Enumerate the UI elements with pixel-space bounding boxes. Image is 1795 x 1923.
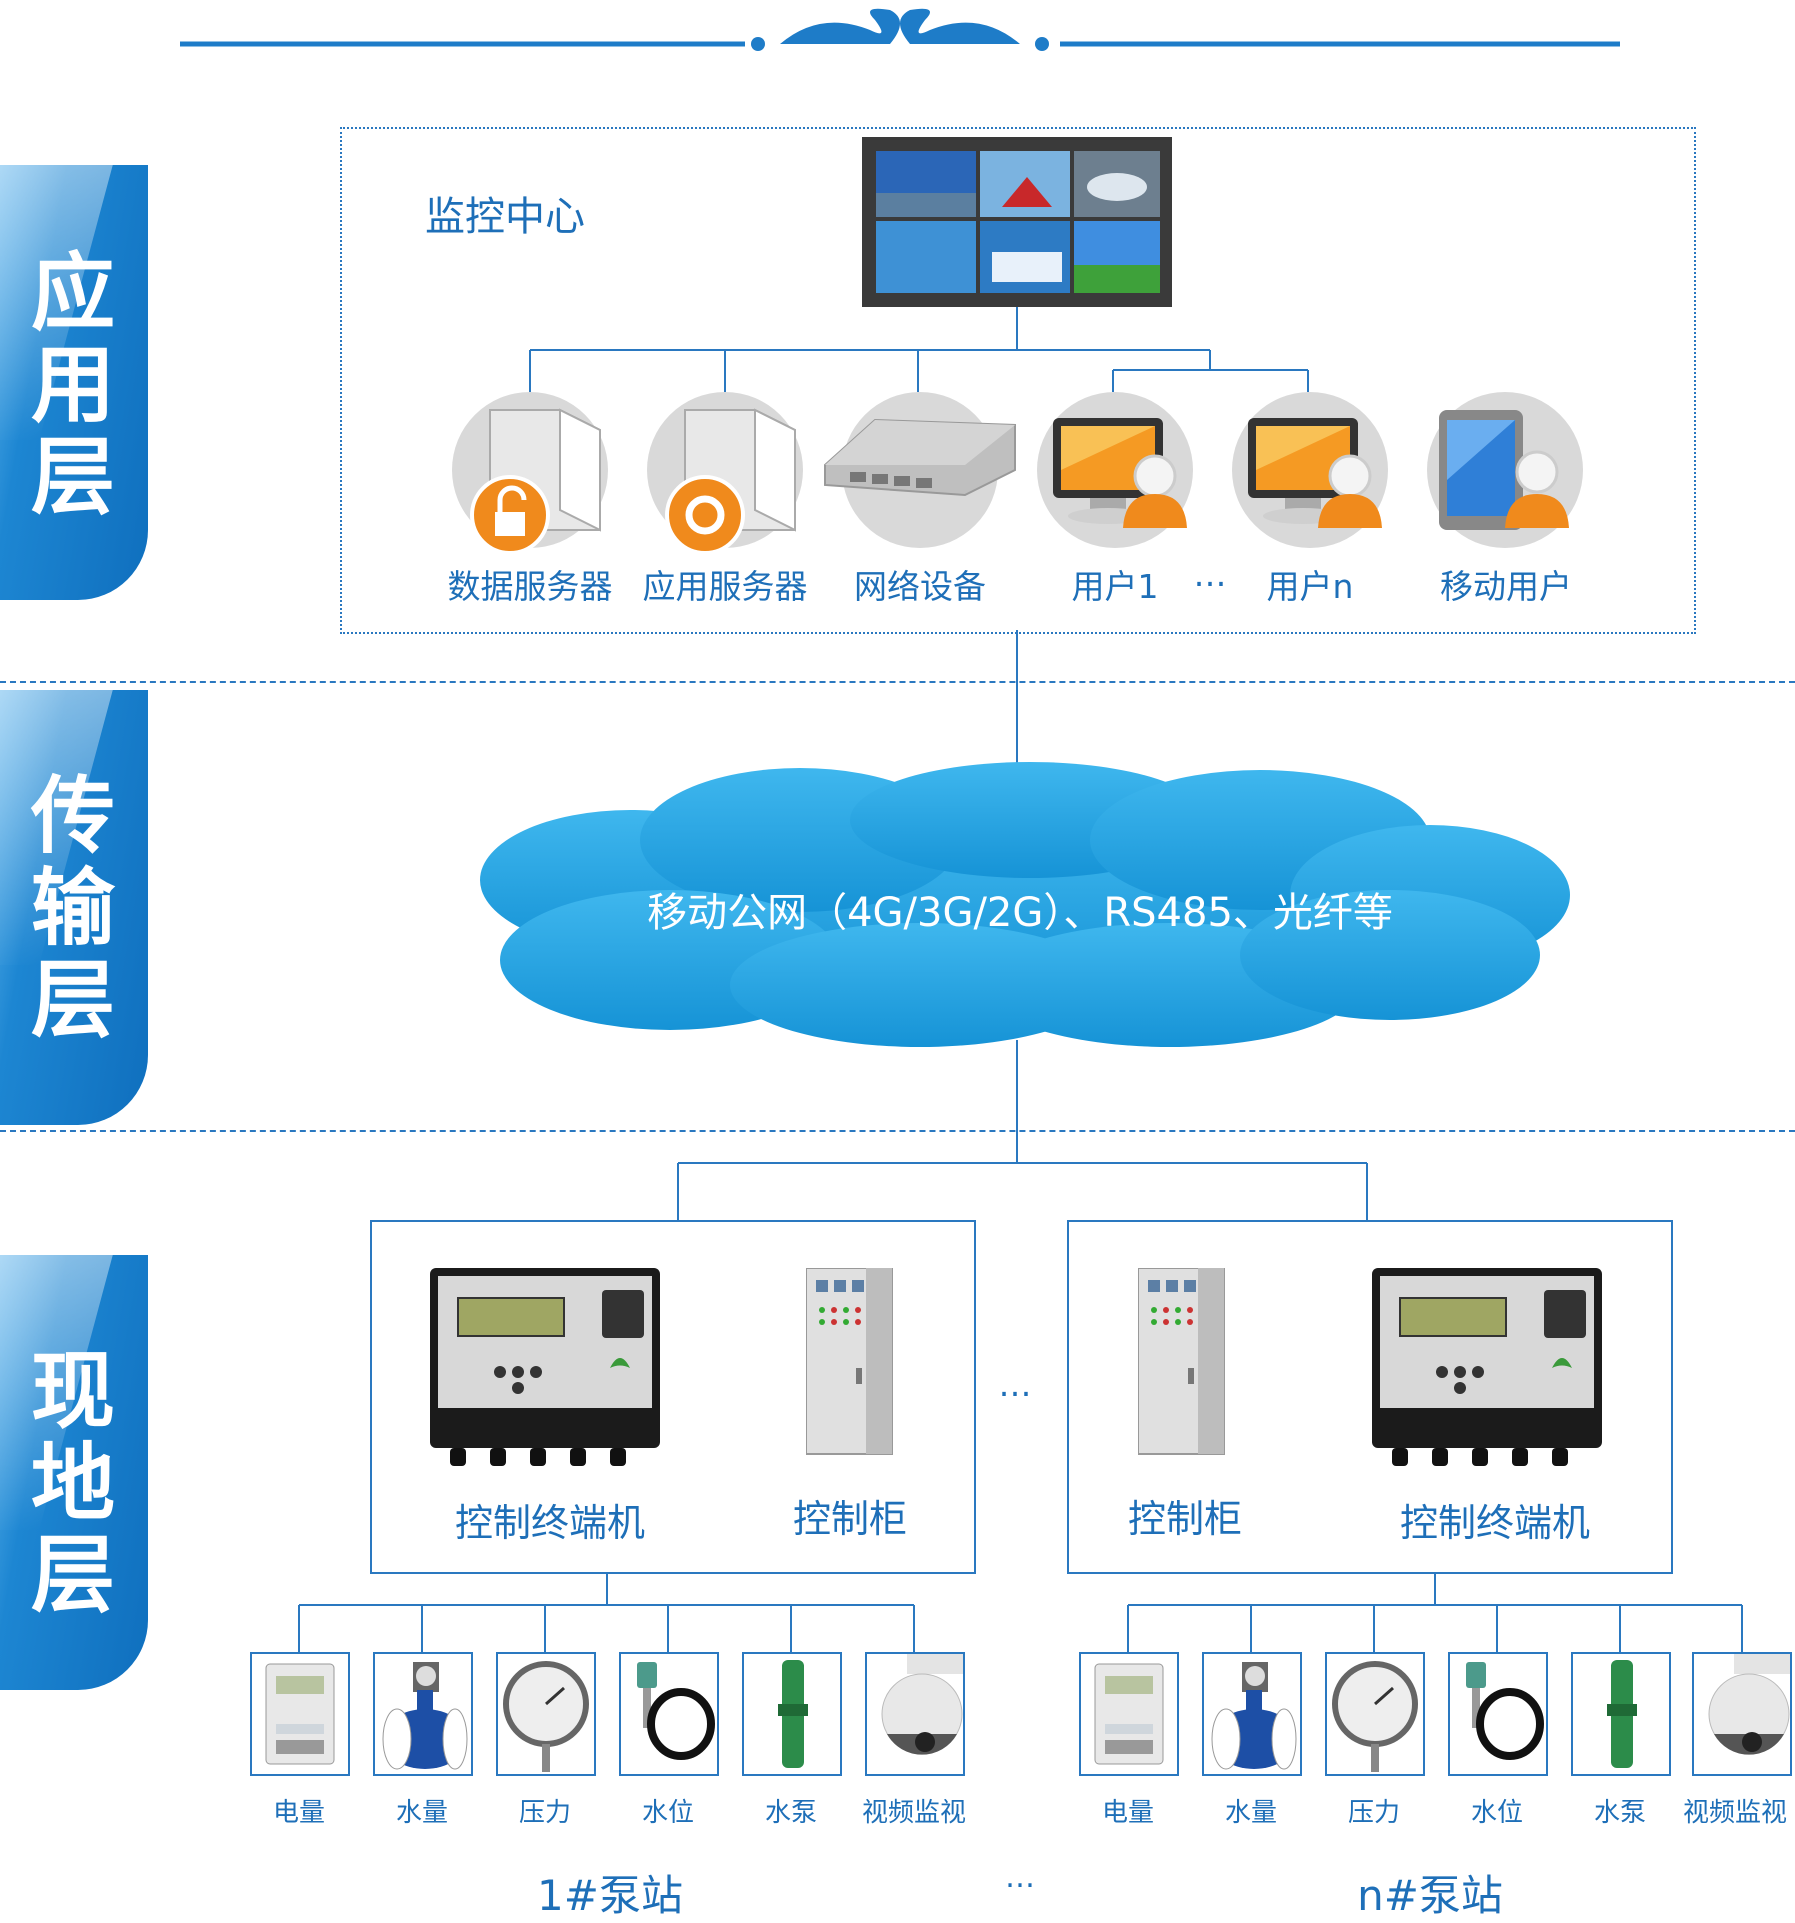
- electricity-meter: [1079, 1652, 1179, 1776]
- water-pump-icon: [1607, 1660, 1637, 1768]
- mobile-user-icon: [1427, 392, 1583, 548]
- user-1-label: 用户1: [1071, 567, 1159, 606]
- water-level-sensor: [619, 1652, 719, 1776]
- station-1-terminal-label: 控制终端机: [454, 1501, 645, 1545]
- sensor-label: 水量: [395, 1798, 448, 1828]
- sensor-label: 水位: [1470, 1798, 1523, 1828]
- layer-divider: [0, 681, 1795, 683]
- control-cabinet-icon: [806, 1268, 893, 1455]
- station-n-name: n#泵站: [1357, 1871, 1503, 1920]
- sensor-label: 水泵: [764, 1798, 817, 1828]
- flow-meter: [373, 1652, 473, 1776]
- flow-meter-icon: [1211, 1662, 1297, 1770]
- station-1-cabinet-label: 控制柜: [792, 1497, 907, 1541]
- application-server-icon: [647, 392, 803, 555]
- control-cabinet-icon: [1138, 1268, 1225, 1455]
- water-pump: [1571, 1652, 1671, 1776]
- stations-ellipsis: …: [1005, 1860, 1035, 1895]
- electricity-meter-icon: [265, 1663, 335, 1765]
- sensor-label: 视频监视: [1682, 1798, 1787, 1828]
- sensor-label: 电量: [1101, 1798, 1154, 1828]
- user-n-label: 用户n: [1266, 567, 1354, 606]
- users-ellipsis: …: [1193, 555, 1227, 594]
- data-server-label: 数据服务器: [447, 567, 613, 606]
- pressure-gauge: [496, 1652, 596, 1776]
- water-level-sensor-icon: [1466, 1662, 1544, 1760]
- flow-meter-icon: [382, 1662, 468, 1770]
- pressure-gauge-icon: [1332, 1661, 1418, 1772]
- user-n-icon: [1232, 392, 1388, 548]
- stations-ellipsis: …: [998, 1365, 1032, 1404]
- network-cloud: [480, 762, 1570, 1047]
- station-n-cabinet-label: 控制柜: [1127, 1497, 1242, 1541]
- electricity-meter-icon: [1094, 1663, 1164, 1765]
- video-camera-icon: [1708, 1654, 1790, 1755]
- sensor-label: 压力: [518, 1798, 571, 1828]
- application-layer-label: 应用层: [30, 244, 115, 526]
- network-label: 移动公网（4G/3G/2G）、RS485、光纤等: [647, 890, 1393, 936]
- network-device-label: 网络设备: [854, 567, 986, 606]
- video-camera: [865, 1652, 965, 1776]
- sensor-label: 电量: [272, 1798, 325, 1828]
- sensor-label: 视频监视: [861, 1798, 966, 1828]
- network-device-icon: [824, 392, 1016, 548]
- application-layer-tab: 应用层: [0, 165, 148, 600]
- control-terminal-icon: [430, 1268, 660, 1466]
- pressure-gauge: [1325, 1652, 1425, 1776]
- electricity-meter: [250, 1652, 350, 1776]
- control-terminal-icon: [1372, 1268, 1602, 1466]
- mobile-user-label: 移动用户: [1440, 567, 1572, 606]
- data-server-icon: [452, 392, 608, 555]
- water-pump: [742, 1652, 842, 1776]
- header-ornament: [180, 8, 1620, 51]
- video-camera: [1692, 1652, 1792, 1776]
- monitor-center-title: 监控中心: [425, 194, 585, 240]
- application-server-label: 应用服务器: [642, 567, 808, 606]
- water-level-sensor-icon: [637, 1662, 715, 1760]
- layer-divider: [0, 1130, 1795, 1132]
- video-wall-screen: [862, 137, 1172, 307]
- sensor-label: 水位: [641, 1798, 694, 1828]
- video-camera-icon: [881, 1654, 963, 1755]
- flow-meter: [1202, 1652, 1302, 1776]
- field-layer-tab: 现地层: [0, 1255, 148, 1690]
- transport-layer-tab: 传输层: [0, 690, 148, 1125]
- sensor-label: 压力: [1347, 1798, 1400, 1828]
- water-level-sensor: [1448, 1652, 1548, 1776]
- sensor-label: 水泵: [1593, 1798, 1646, 1828]
- station-n-terminal-label: 控制终端机: [1399, 1501, 1590, 1545]
- sensor-label: 水量: [1224, 1798, 1277, 1828]
- transport-layer-label: 传输层: [30, 767, 115, 1049]
- user-1-icon: [1037, 392, 1193, 548]
- station-1-name: 1#泵站: [537, 1871, 683, 1920]
- field-layer-label: 现地层: [30, 1342, 115, 1624]
- pressure-gauge-icon: [503, 1661, 589, 1772]
- water-pump-icon: [778, 1660, 808, 1768]
